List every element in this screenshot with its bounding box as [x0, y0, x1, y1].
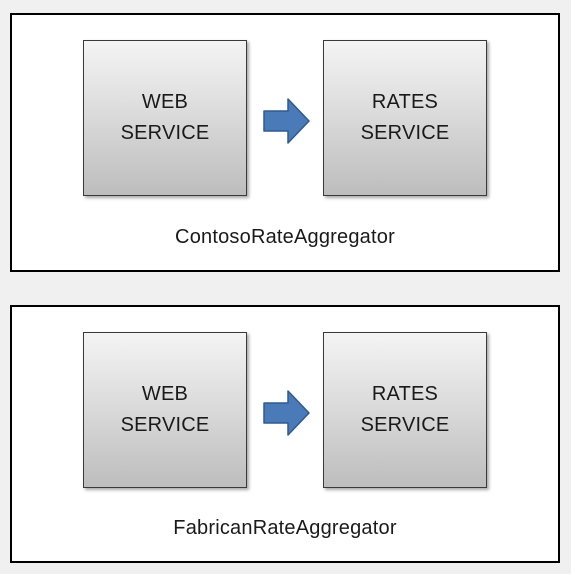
- web-service-label-line2: SERVICE: [120, 414, 210, 436]
- rates-service-label-line1: RATES: [371, 383, 439, 405]
- aggregator-name-label: ContosoRateAggregator: [175, 226, 395, 248]
- right-arrow-icon: [263, 98, 310, 144]
- contoso-aggregator-panel: WEB SERVICE RATES SERVICE ContosoRateAgg…: [10, 13, 560, 272]
- rates-service-label-line2: SERVICE: [360, 122, 450, 144]
- aggregator-name-label: FabricanRateAggregator: [173, 517, 397, 539]
- rates-service-label-line2: SERVICE: [360, 414, 450, 436]
- rates-service-box: RATES SERVICE: [323, 40, 487, 196]
- web-service-label-line1: WEB: [141, 383, 189, 405]
- fabrican-aggregator-panel: WEB SERVICE RATES SERVICE FabricanRateAg…: [10, 305, 560, 563]
- web-service-label-line1: WEB: [141, 91, 189, 113]
- web-service-box: WEB SERVICE: [83, 40, 247, 196]
- right-arrow-icon: [263, 390, 310, 436]
- rates-service-box: RATES SERVICE: [323, 332, 487, 488]
- web-service-box: WEB SERVICE: [83, 332, 247, 488]
- arrow-shape: [263, 390, 310, 436]
- web-service-label-line2: SERVICE: [120, 122, 210, 144]
- rates-service-label-line1: RATES: [371, 91, 439, 113]
- arrow-shape: [263, 98, 310, 144]
